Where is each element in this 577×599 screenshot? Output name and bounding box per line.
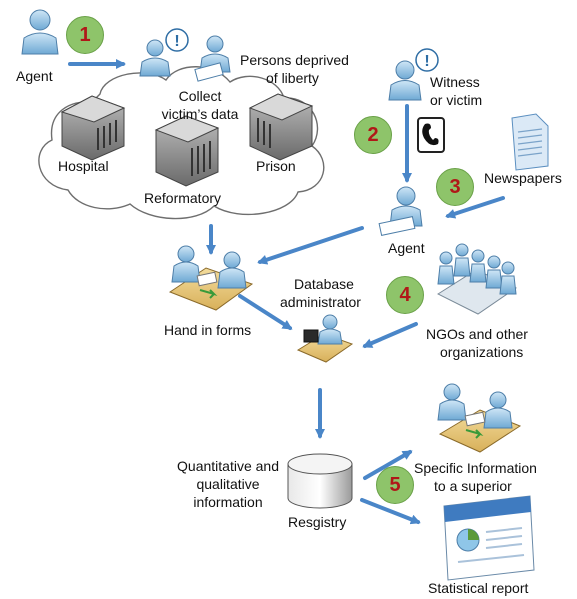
registry-database-icon (287, 453, 353, 509)
witness-label-line1: Witness (430, 74, 480, 90)
ngos-label-line2: organizations (440, 344, 524, 360)
agent-icon (21, 9, 59, 55)
arrow-agent-to-handin (257, 226, 364, 265)
newspapers-label: Newspapers (484, 170, 562, 186)
agent-mid-label: Agent (388, 240, 425, 256)
step-1-badge: 1 (66, 16, 104, 54)
quant-label-line2: qualitative (196, 476, 260, 492)
arrow-newspapers-to-agent (445, 196, 505, 219)
quant-label-line1: Quantitative and (177, 458, 279, 474)
prison-building-icon (248, 93, 314, 161)
arrow-registry-to-specific (363, 450, 413, 480)
step-2-badge: 2 (354, 116, 392, 154)
person-filling-form-icon (194, 35, 231, 82)
witness-label-line2: or victim (430, 92, 483, 108)
arrow-ngo-to-db (362, 322, 418, 348)
step-5-badge: 5 (376, 466, 414, 504)
specific-info-label-line1: Specific Information (414, 460, 537, 476)
witness-icon: ! (388, 48, 439, 101)
ngo-meeting-icon (436, 243, 518, 315)
database-administrator-icon (296, 314, 354, 363)
hand-in-forms-label: Hand in forms (164, 322, 252, 338)
step-3-badge: 3 (436, 168, 474, 206)
persons-deprived-label-line1: Persons deprived (240, 52, 349, 68)
svg-text:!: ! (424, 53, 429, 70)
hospital-building-icon (60, 95, 126, 161)
collect-label-line1: Collect (178, 88, 222, 104)
hospital-label: Hospital (58, 158, 109, 174)
step-4-badge: 4 (386, 276, 424, 314)
prison-label: Prison (256, 158, 296, 174)
hand-in-forms-icon (168, 245, 254, 311)
db-admin-label-line1: Database (294, 276, 354, 292)
quant-label-line3: information (193, 494, 263, 510)
db-admin-label-line2: administrator (280, 294, 361, 310)
superior-meeting-icon (437, 383, 522, 453)
persons-deprived-label-line2: of liberty (266, 70, 319, 86)
specific-info-label-line2: to a superior (434, 478, 512, 494)
statistical-report-label: Statistical report (428, 580, 529, 596)
ngos-label-line1: NGOs and other (426, 326, 528, 342)
collect-label-line2: victim’s data (161, 106, 239, 122)
phone-icon (417, 117, 445, 153)
flow-arrows (68, 59, 505, 525)
arrow-registry-to-report (360, 498, 421, 525)
reformatory-building-icon (154, 115, 220, 187)
registry-label: Resgistry (288, 514, 347, 530)
newspaper-icon (511, 113, 549, 171)
statistical-report-icon (443, 495, 535, 581)
reformatory-label: Reformatory (144, 190, 222, 206)
svg-text:!: ! (174, 33, 179, 50)
agent-top-label: Agent (16, 68, 53, 84)
agent-at-desk-icon (378, 186, 423, 236)
person-with-question-icon: ! (139, 28, 189, 77)
arrow-handin-to-db (238, 294, 293, 330)
